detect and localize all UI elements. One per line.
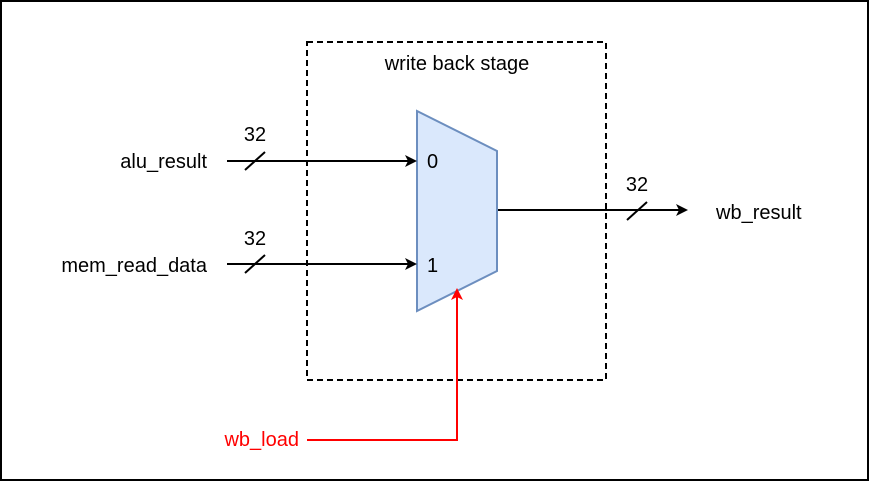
wb-result-width: 32 <box>626 174 648 196</box>
mux-input-0-label: 0 <box>427 151 438 173</box>
alu-result-bus-slash <box>244 151 266 171</box>
stage-box <box>306 41 607 381</box>
mux-input-1-label: 1 <box>427 255 438 277</box>
alu-result-width: 32 <box>244 124 266 146</box>
mux-shape <box>416 109 498 313</box>
wb-result-bus-slash <box>626 201 648 221</box>
wb-load-wire <box>307 288 463 441</box>
wb-load-label: wb_load <box>223 429 299 451</box>
mem-read-data-width: 32 <box>244 228 266 250</box>
stage-title: write back stage <box>384 53 530 75</box>
alu-result-label: alu_result <box>120 151 207 173</box>
mem-read-data-bus-slash <box>244 254 266 274</box>
mem-read-data-label: mem_read_data <box>61 255 208 277</box>
wb-result-label: wb_result <box>715 202 802 224</box>
